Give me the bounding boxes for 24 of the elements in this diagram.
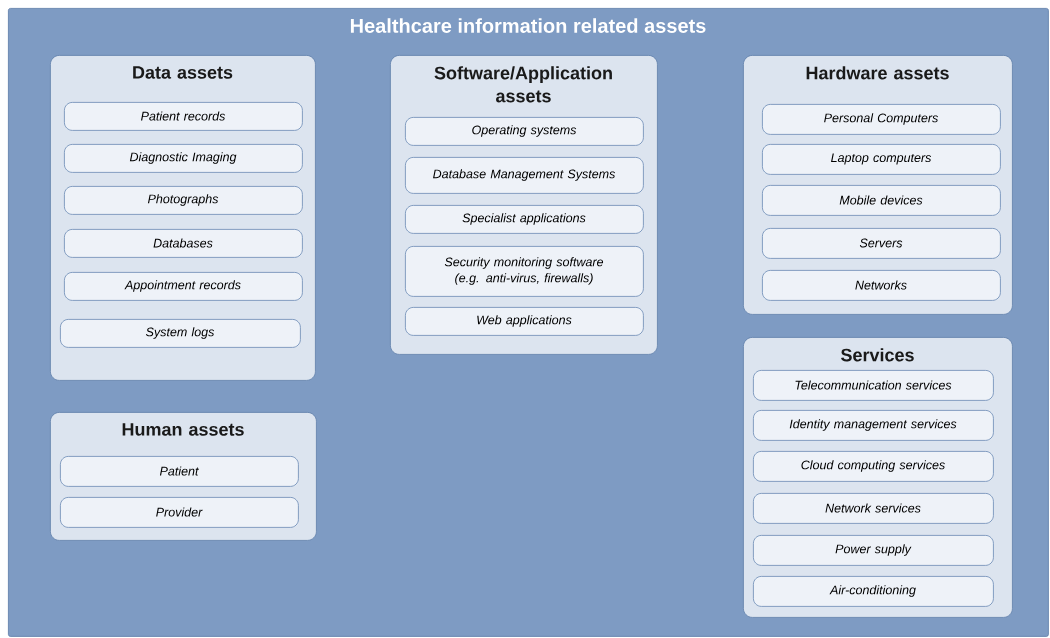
- item-box: Database Management Systems: [405, 157, 644, 194]
- item-box: Specialist applications: [405, 205, 644, 234]
- item-box: Telecommunication services: [753, 370, 994, 401]
- item-box: Operating systems: [405, 117, 644, 146]
- item-box: Mobile devices: [762, 185, 1001, 216]
- item-box: Laptop computers: [762, 144, 1001, 175]
- item-box: Web applications: [405, 307, 644, 336]
- item-box: Cloud computing services: [753, 451, 994, 482]
- item-box: System logs: [60, 319, 301, 348]
- item-box: Networks: [762, 270, 1001, 301]
- item-box: Servers: [762, 228, 1001, 259]
- item-box: Personal Computers: [762, 104, 1001, 135]
- item-box: Databases: [64, 229, 303, 258]
- item-box: Photographs: [64, 186, 303, 215]
- item-box: Patient: [60, 456, 299, 487]
- item-box: Air-conditioning: [753, 576, 994, 607]
- item-box: Identity management services: [753, 410, 994, 441]
- item-box: Network services: [753, 493, 994, 524]
- item-box: Power supply: [753, 535, 994, 566]
- item-box: Appointment records: [64, 272, 303, 301]
- item-box: Diagnostic Imaging: [64, 144, 303, 173]
- item-box: Security monitoring software (e.g. anti-virus, firewalls): [405, 246, 644, 297]
- item-box: Patient records: [64, 102, 303, 131]
- item-box: Provider: [60, 497, 299, 528]
